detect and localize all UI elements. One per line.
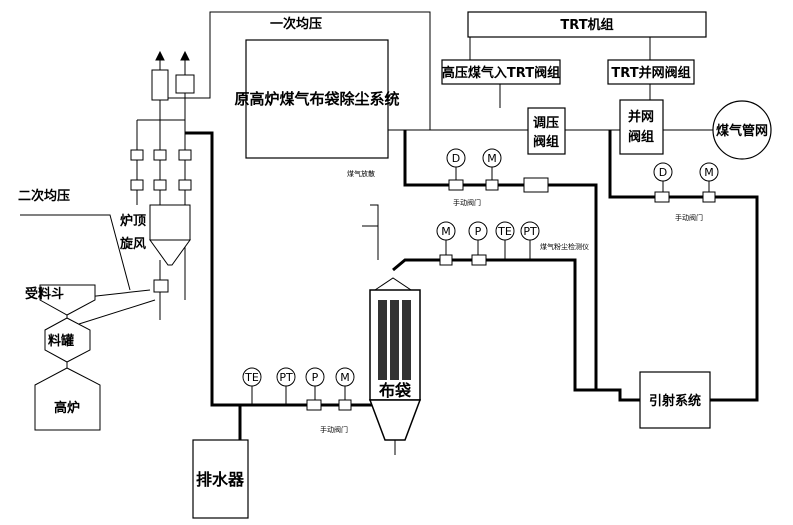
grid-valve-box — [619, 99, 664, 155]
pressure-reg-label-2: 阀组 — [533, 134, 559, 150]
instrument-pt-label: PT — [523, 225, 537, 238]
top-cyclone — [149, 204, 191, 293]
drain-label: 排水器 — [196, 470, 245, 489]
bag-filter-label: 布袋 — [379, 381, 412, 400]
dust-meter-label: 煤气粉尘检测仪 — [540, 242, 589, 251]
trt-grid-valve-label: TRT并网阀组 — [611, 65, 690, 81]
original-bag-system-label: 原高炉煤气布袋除尘系统 — [234, 90, 399, 108]
gas-release-label: 煤气放散 — [347, 169, 375, 178]
ejector-system-label: 引射系统 — [649, 393, 701, 409]
pipe-valves — [306, 177, 716, 411]
bag-filter-vessel — [368, 277, 422, 455]
instrument-m-label: M — [487, 152, 497, 165]
manual-valve-label: 手动阀门 — [453, 198, 481, 207]
secondary-equalize-label: 二次均压 — [18, 188, 70, 204]
ejector-system-box — [639, 371, 711, 429]
instrument-p-label: P — [312, 371, 319, 384]
exhaust-outlets — [151, 50, 195, 120]
instrument-m-label: M — [704, 166, 714, 179]
gas-network-label: 煤气管网 — [716, 123, 768, 139]
instrument-p-label: P — [475, 225, 482, 238]
instrument-m-label: M — [441, 225, 451, 238]
instrument-d-label: D — [659, 166, 667, 179]
trt-unit-box — [467, 11, 707, 38]
instrument-pt-label: PT — [279, 371, 293, 384]
pressure-reg-label-1: 调压 — [533, 116, 559, 131]
material-tank-label: 料罐 — [48, 333, 74, 349]
drain-box — [192, 439, 249, 519]
receiving-hopper-shape — [39, 284, 96, 316]
furnace-top-valves — [130, 149, 192, 191]
instrument-te-label: TE — [497, 225, 512, 238]
boxes — [192, 11, 711, 519]
instrument-circles — [242, 148, 719, 387]
trt-unit-label: TRT机组 — [560, 17, 613, 33]
top-cyclone-label-1: 炉顶 — [120, 213, 146, 229]
instrument-m-label: M — [340, 371, 350, 384]
blast-furnace-shape — [34, 367, 101, 431]
hp-gas-trt-valve-box — [441, 59, 561, 85]
manual-valve-label: 手动阀门 — [320, 425, 348, 434]
receiving-hopper-label: 受料斗 — [25, 286, 64, 302]
grid-valve-label-2: 阀组 — [628, 129, 654, 145]
hp-gas-trt-valve-label: 高压煤气入TRT阀组 — [442, 65, 560, 81]
furnace-group — [34, 284, 101, 431]
manual-valve-label: 手动阀门 — [675, 213, 703, 222]
thick-gas-pipes — [185, 130, 759, 440]
trt-grid-valve-box — [607, 59, 695, 85]
instrument-labels: D M D M M P TE PT TE PT P M — [244, 152, 714, 384]
instrument-d-label: D — [452, 152, 460, 165]
grid-valve-label-1: 并网 — [628, 109, 654, 125]
gas-network-circle — [712, 100, 772, 160]
pressure-reg-valve-box — [527, 107, 566, 155]
original-bag-system-box — [245, 39, 389, 159]
blast-furnace-label: 高炉 — [54, 400, 80, 416]
instrument-te-label: TE — [244, 371, 259, 384]
top-cyclone-label-2: 旋风 — [119, 236, 146, 252]
primary-equalize-label: 一次均压 — [270, 16, 322, 32]
